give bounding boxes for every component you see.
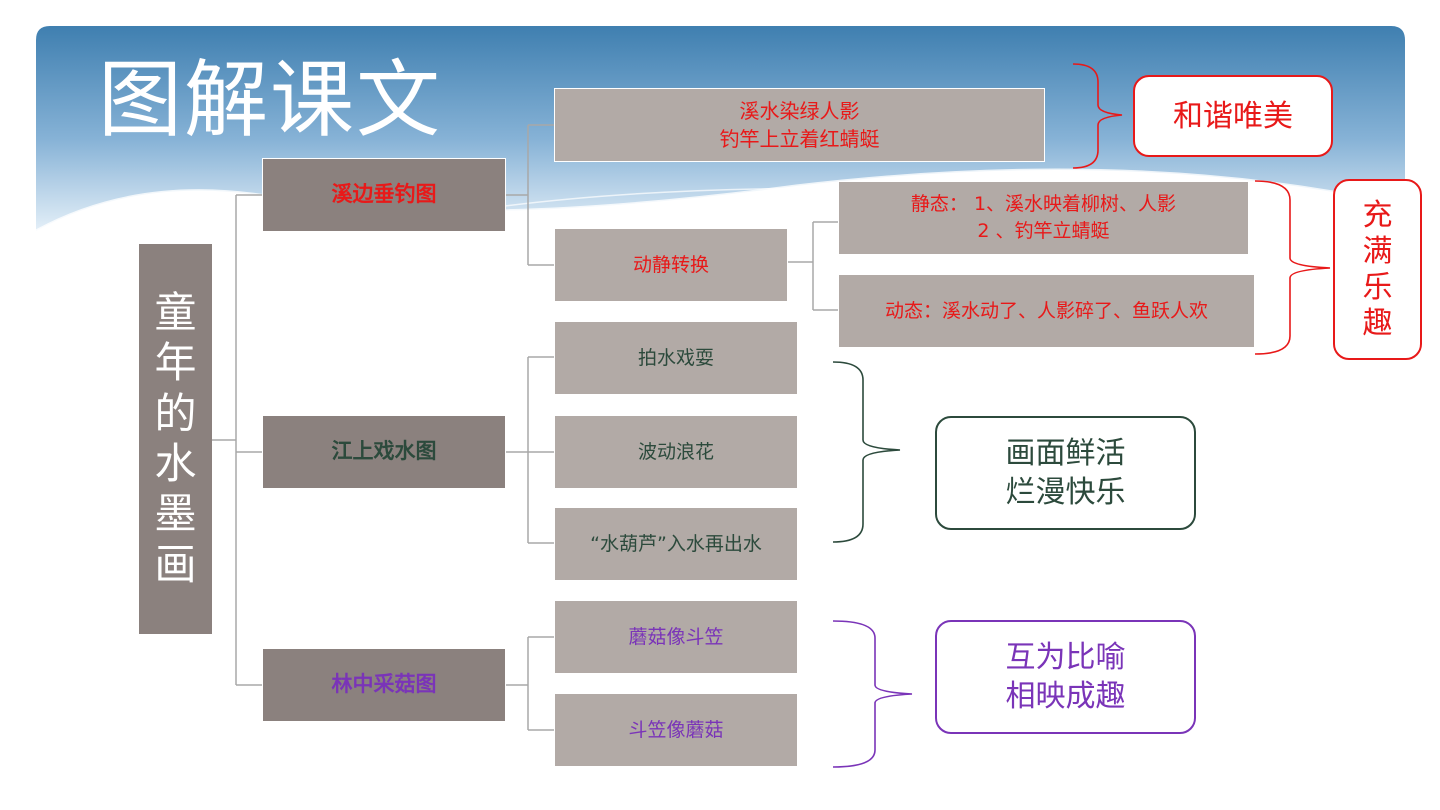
summary-char: 充 [1362, 197, 1393, 233]
scene-water-play: 江上戏水图 [262, 415, 506, 489]
root-char: 年 [154, 338, 197, 388]
detail-water-1: 拍水戏耍 [554, 321, 798, 395]
root-char: 的 [154, 388, 197, 438]
detail-water-3: “水葫芦”入水再出水 [554, 507, 798, 581]
summary-metaphor: 互为比喻 相映成趣 [935, 620, 1196, 734]
scene-fishing: 溪边垂钓图 [262, 158, 506, 232]
summary-char: 趣 [1362, 305, 1393, 341]
detail-mushroom-2: 斗笠像蘑菇 [554, 693, 798, 767]
summary-char: 满 [1362, 233, 1393, 269]
summary-lively: 画面鲜活 烂漫快乐 [935, 416, 1196, 530]
sub-static: 静态： 1、溪水映着柳树、人影 2 、钓竿立蜻蜓 [838, 181, 1249, 255]
detail-fishing-2: 动静转换 [554, 228, 788, 302]
detail-mushroom-1: 蘑菇像斗笠 [554, 600, 798, 674]
scene-mushroom: 林中采菇图 [262, 648, 506, 722]
summary-char: 乐 [1362, 269, 1393, 305]
root-char: 墨 [154, 489, 197, 539]
root-char: 童 [154, 287, 197, 337]
summary-fun: 充满乐趣 [1333, 179, 1422, 360]
sub-dynamic: 动态：溪水动了、人影碎了、鱼跃人欢 [838, 274, 1255, 348]
root-topic: 童年的水墨画 [139, 244, 212, 634]
detail-water-2: 波动浪花 [554, 415, 798, 489]
detail-fishing-1: 溪水染绿人影 钓竿上立着红蜻蜓 [554, 88, 1045, 162]
page-title: 图解课文 [98, 51, 443, 149]
summary-harmony: 和谐唯美 [1133, 75, 1333, 157]
root-char: 画 [154, 539, 197, 589]
root-char: 水 [154, 439, 197, 488]
